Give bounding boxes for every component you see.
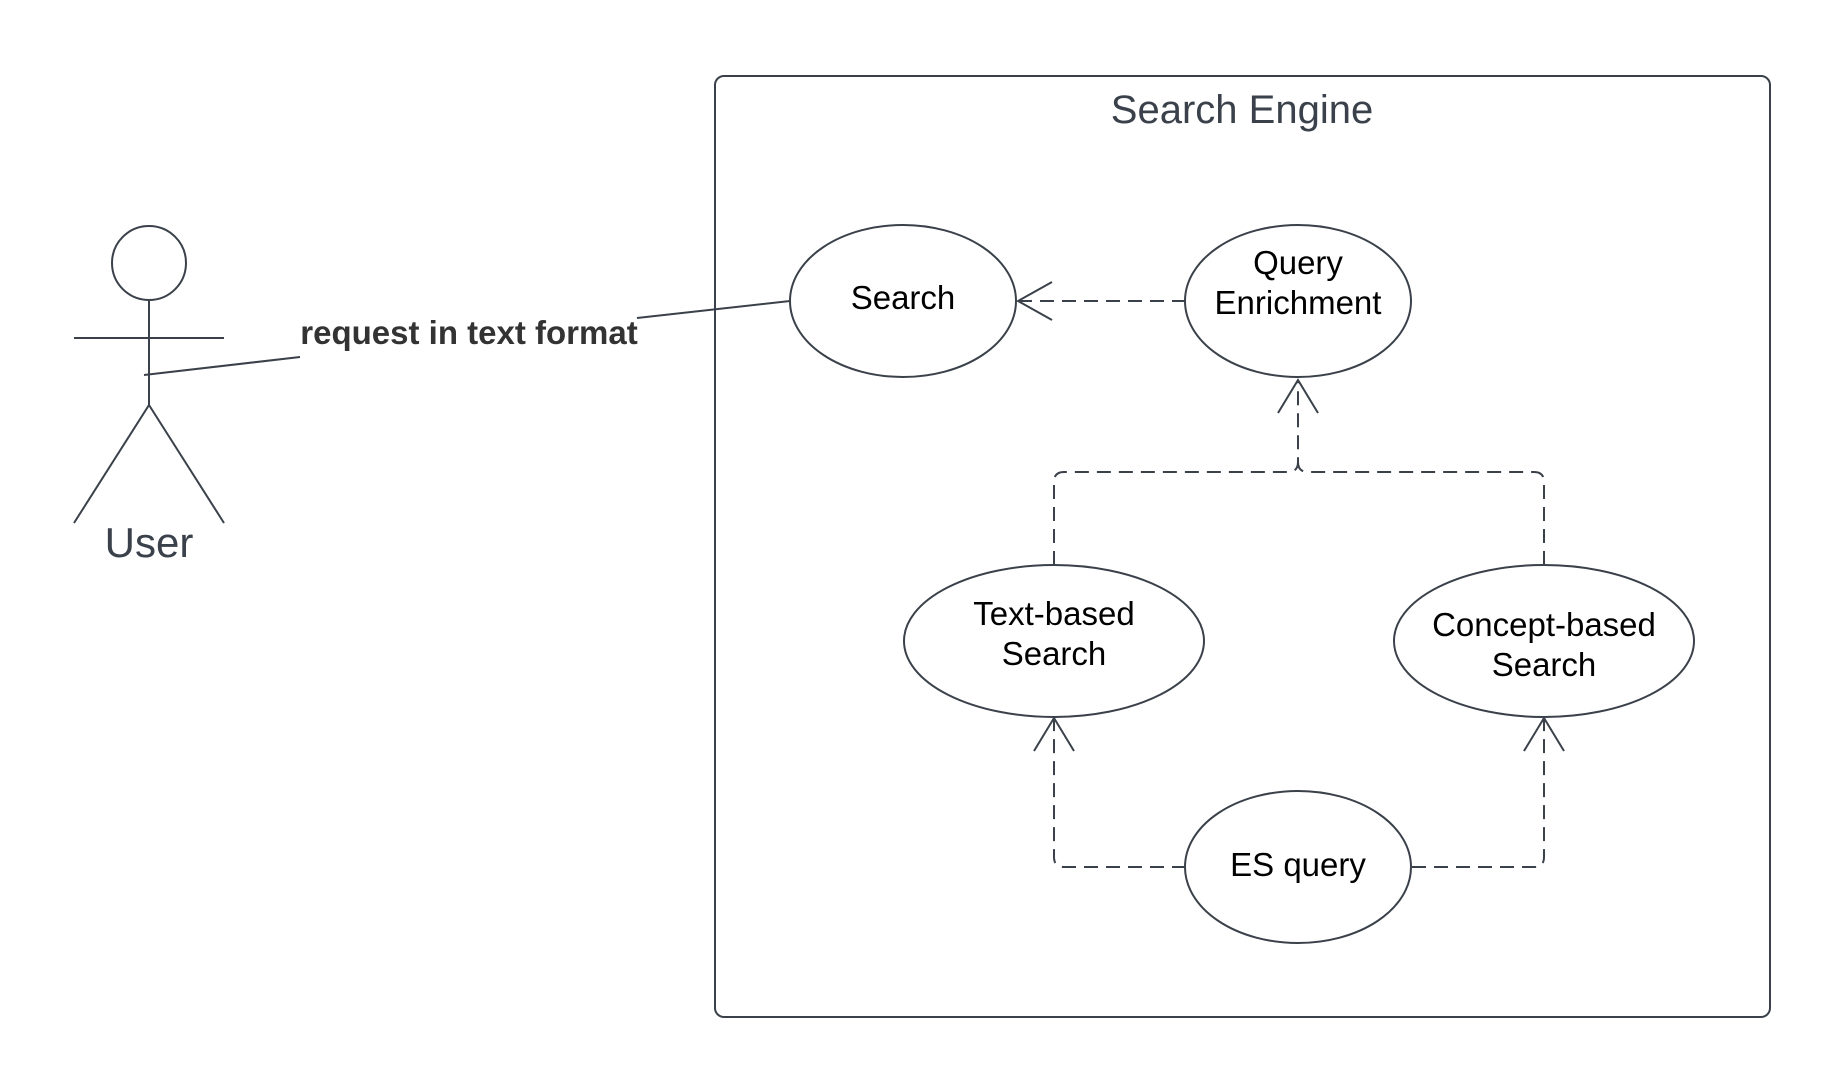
use-case-text-based-search[interactable]: Text-based Search (903, 564, 1205, 718)
use-case-label: ES query (1230, 846, 1366, 883)
use-case-concept-based-search[interactable]: Concept-based Search (1393, 564, 1695, 718)
use-case-label: Search (851, 279, 956, 316)
actor-right-leg (148, 404, 225, 524)
use-case-label-line1: Query (1253, 244, 1343, 281)
use-case-search[interactable]: Search (789, 224, 1017, 378)
association-line-left (143, 356, 301, 376)
actor-left-leg (73, 404, 150, 524)
use-case-ellipse (1184, 790, 1412, 944)
actor-name: User (105, 519, 194, 566)
use-case-label-line1: Text-based (973, 595, 1134, 632)
dependency-line-concept-based (1297, 461, 1545, 565)
use-case-ellipse (789, 224, 1017, 378)
dependency-searches-to-enrichment (1053, 378, 1545, 565)
system-boundary: Search Engine (714, 75, 1771, 1018)
use-case-ellipse (903, 564, 1205, 718)
system-title: Search Engine (1111, 88, 1373, 132)
association-line-right (636, 300, 791, 319)
dependency-line-text-based (1053, 380, 1299, 565)
use-case-es-query[interactable]: ES query (1184, 790, 1412, 944)
actor-user: User (73, 225, 225, 566)
actor-head (111, 225, 187, 301)
use-case-label-line2: Enrichment (1215, 284, 1382, 321)
use-case-query-enrichment[interactable]: Query Enrichment (1184, 224, 1412, 378)
use-case-label-line1: Concept-based (1432, 606, 1656, 643)
system-boundary-box (714, 75, 1771, 1018)
use-case-label-line2: Search (1002, 635, 1107, 672)
dependency-enrichment-to-search (1015, 281, 1186, 321)
dependency-line-to-concept-based (1412, 718, 1545, 868)
association-user-search: request in text format (143, 300, 791, 376)
arrowhead-open (1277, 378, 1319, 414)
dependency-line-to-text-based (1053, 718, 1186, 868)
use-case-ellipse (1184, 224, 1412, 378)
use-case-ellipse (1393, 564, 1695, 718)
association-label: request in text format (300, 314, 637, 351)
arrowhead-open (1015, 281, 1053, 321)
use-case-label-line2: Search (1492, 646, 1597, 683)
